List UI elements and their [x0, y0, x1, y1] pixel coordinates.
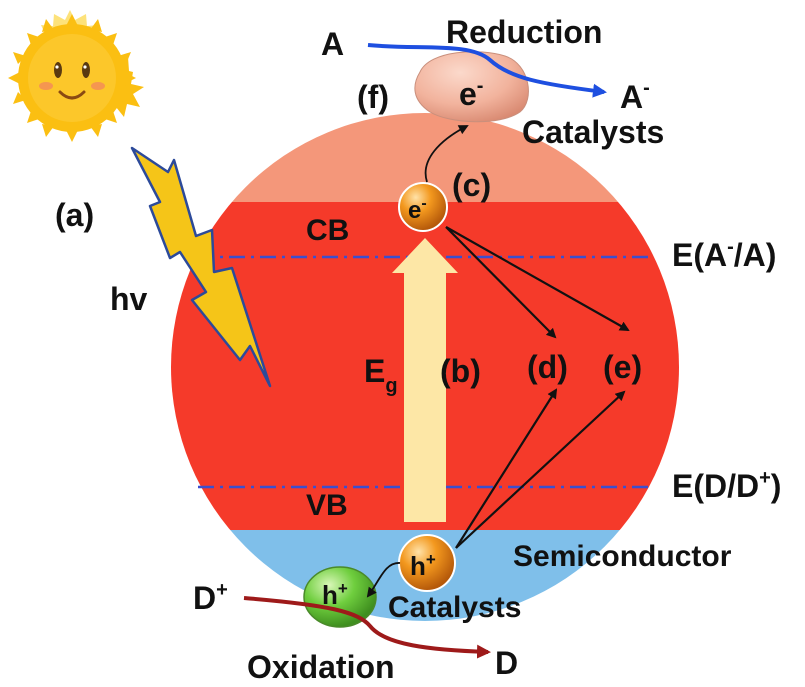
label-e: (e): [603, 349, 642, 385]
hole-label: h+: [410, 550, 436, 581]
label-d: (d): [527, 349, 568, 385]
electron-transfer-arrow: [424, 125, 469, 183]
cb-label: CB: [306, 214, 349, 247]
label-c: (c): [452, 167, 491, 203]
recombination-arrow-d-bottom: [455, 388, 558, 549]
recombination-arrow-d-top: [445, 226, 557, 339]
hole-transfer-arrow: [366, 562, 401, 598]
electron-label: e-: [408, 195, 427, 224]
band-gap-arrow: [392, 238, 458, 522]
sun-rays: [8, 14, 136, 142]
catalysts-bottom-label: Catalysts: [388, 591, 521, 624]
label-f: (f): [357, 79, 389, 115]
recombination-arrow-e-bottom: [455, 390, 626, 549]
reduction-arrow: [367, 43, 607, 98]
catalyst-hole-label: h+: [322, 579, 348, 610]
label-hv: hv: [110, 281, 148, 317]
acceptor-label: A: [321, 26, 344, 62]
eg-label: Eg: [364, 353, 398, 397]
label-a: (a): [55, 197, 94, 233]
recombination-arrow-e-top: [445, 226, 630, 331]
potential-a-label: E(A-/A): [672, 236, 776, 273]
vb-label: VB: [306, 489, 348, 522]
donor-label: D: [495, 645, 518, 681]
oxidation-arrow: [243, 596, 491, 659]
label-b: (b): [440, 353, 481, 389]
oxidized-product-label: D+: [193, 579, 228, 616]
sun-icon: [18, 10, 144, 132]
reduced-product-label: A-: [620, 77, 650, 115]
catalyst-electron-label: e-: [459, 75, 483, 112]
lightning-icon: [130, 146, 272, 388]
catalysts-top-label: Catalysts: [522, 114, 664, 150]
potential-d-label: E(D/D+): [672, 467, 781, 504]
electron-ball: [398, 182, 448, 232]
semiconductor-label: Semiconductor: [513, 540, 732, 573]
oxidation-label: Oxidation: [247, 649, 395, 685]
reduction-label: Reduction: [446, 14, 602, 50]
